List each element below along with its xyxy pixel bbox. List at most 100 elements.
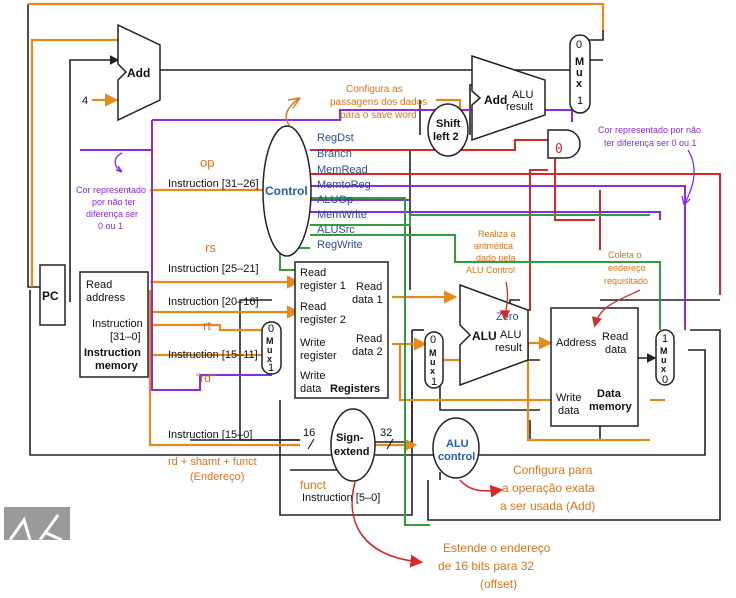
svg-text:left 2: left 2 xyxy=(433,131,459,143)
signal-aluop: ALUOp xyxy=(317,194,353,206)
signal-branch: Branch xyxy=(317,148,352,160)
svg-text:Read: Read xyxy=(602,331,628,343)
svg-text:Instruction: Instruction xyxy=(84,347,141,359)
anno-realiza-3: dado pela xyxy=(476,253,516,263)
instruction-memory: Read address Instruction [31–0] Instruct… xyxy=(79,271,149,378)
svg-text:0: 0 xyxy=(662,374,668,386)
svg-text:x: x xyxy=(576,78,583,90)
svg-text:ALU: ALU xyxy=(446,438,469,450)
anno-estende-1: Estende o endereço xyxy=(443,541,551,555)
corner-logo xyxy=(4,507,70,542)
svg-text:Write: Write xyxy=(300,370,325,382)
anno-coleta-1: Coleta o xyxy=(608,250,642,260)
svg-text:ALU: ALU xyxy=(472,329,497,343)
field-5-0: Instruction [5–0] xyxy=(302,492,380,504)
svg-text:PC: PC xyxy=(42,289,59,303)
svg-text:M: M xyxy=(429,348,437,358)
anno-cor-right-2: ter diferença ser 0 ou 1 xyxy=(604,138,697,148)
svg-text:u: u xyxy=(661,355,667,365)
svg-text:0: 0 xyxy=(268,323,274,335)
anno-config-line3: para o save word xyxy=(340,110,417,121)
field-31-26: Instruction [31–26] xyxy=(168,178,259,190)
anno-coleta-3: requisitado xyxy=(604,276,648,286)
mux-regdst: 0 M u x 1 xyxy=(261,321,282,375)
and-gate: 0 xyxy=(547,129,581,159)
svg-text:extend: extend xyxy=(334,446,369,458)
annotations: op rs rt "rd" funct rd + shamt + funct (… xyxy=(76,84,701,591)
add-block-top: Add xyxy=(117,23,161,122)
branch-add-label: Add xyxy=(484,93,507,107)
svg-text:data: data xyxy=(300,383,322,395)
svg-text:register 1: register 1 xyxy=(300,280,346,292)
anno-rd-shamt-line2: (Endereço) xyxy=(190,471,244,483)
svg-text:result: result xyxy=(495,342,522,354)
signal-alusrc: ALUSrc xyxy=(317,224,355,236)
svg-text:Read: Read xyxy=(356,281,382,293)
svg-text:Instruction: Instruction xyxy=(92,318,143,330)
field-15-0: Instruction [15–0] xyxy=(168,429,252,441)
anno-estende-3: (offset) xyxy=(480,577,517,591)
svg-text:x: x xyxy=(267,354,272,364)
svg-text:0: 0 xyxy=(430,334,436,346)
field-15-11: Instruction [15–11] xyxy=(168,349,258,361)
mux-top: 0 M u x 1 xyxy=(569,34,591,114)
anno-configura-2: a operação exata xyxy=(502,481,595,495)
anno-cor-left-3: diferença ser xyxy=(86,209,138,219)
svg-text:M: M xyxy=(266,336,274,346)
svg-text:Address: Address xyxy=(556,337,597,349)
svg-text:register 2: register 2 xyxy=(300,314,346,326)
svg-text:u: u xyxy=(267,345,273,355)
bits-in-label: 16 xyxy=(303,427,315,439)
anno-config-line2: passagens dos dados xyxy=(330,97,427,108)
purple-wires xyxy=(80,109,686,391)
signal-memread: MemRead xyxy=(317,164,368,176)
control-unit: Control xyxy=(262,125,312,257)
add-top-label: Add xyxy=(127,66,150,80)
signal-regwrite: RegWrite xyxy=(317,239,363,251)
svg-text:Registers: Registers xyxy=(330,383,380,395)
anno-op: op xyxy=(200,155,214,170)
svg-text:Shift: Shift xyxy=(436,118,461,130)
instruction-fields: Instruction [31–26] Instruction [25–21] … xyxy=(168,178,380,504)
svg-text:memory: memory xyxy=(589,401,633,413)
anno-configura-1: Configura para xyxy=(513,463,593,477)
anno-cor-left-4: 0 ou 1 xyxy=(98,221,123,231)
svg-text:Read: Read xyxy=(300,301,326,313)
svg-text:Read: Read xyxy=(86,279,112,291)
svg-text:data: data xyxy=(558,405,580,417)
pc-register: PC xyxy=(39,264,66,326)
mux-alusrc: 0 M u x 1 xyxy=(424,331,444,389)
branch-alu-label: ALU xyxy=(512,89,533,101)
svg-text:Write: Write xyxy=(300,337,325,349)
signal-regdst: RegDst xyxy=(317,132,354,144)
branch-result-label: result xyxy=(506,101,533,113)
const-four: 4 xyxy=(82,95,88,107)
svg-text:M: M xyxy=(575,56,584,68)
anno-rs: rs xyxy=(205,240,216,255)
anno-config-line1: Configura as xyxy=(346,84,403,95)
svg-text:Write: Write xyxy=(556,392,581,404)
anno-realiza-1: Realiza a xyxy=(478,229,516,239)
svg-text:1: 1 xyxy=(268,362,274,374)
svg-text:1: 1 xyxy=(431,376,437,388)
field-20-16: Instruction [20–16] xyxy=(168,296,259,308)
control-label: Control xyxy=(265,184,308,198)
alu-control: ALU control xyxy=(432,417,480,479)
anno-estende-2: de 16 bits para 32 xyxy=(438,559,534,573)
svg-text:Read: Read xyxy=(300,267,326,279)
shift-left-2: Shift left 2 xyxy=(427,103,469,157)
svg-text:Read: Read xyxy=(356,333,382,345)
mux-memtoreg: 1 M u x 0 xyxy=(655,329,675,386)
svg-text:x: x xyxy=(661,364,666,374)
svg-text:u: u xyxy=(576,67,583,79)
svg-text:data 1: data 1 xyxy=(352,294,383,306)
svg-text:control: control xyxy=(438,451,475,463)
register-file: Read register 1 Read register 2 Write re… xyxy=(294,261,389,399)
svg-text:u: u xyxy=(430,357,436,367)
anno-configura-3: a ser usada (Add) xyxy=(500,499,595,513)
svg-text:data: data xyxy=(605,344,627,356)
anno-realiza-4: ALU Control xyxy=(466,265,515,275)
anno-funct: funct xyxy=(300,478,327,492)
alu-zero-label: Zero xyxy=(496,311,519,323)
